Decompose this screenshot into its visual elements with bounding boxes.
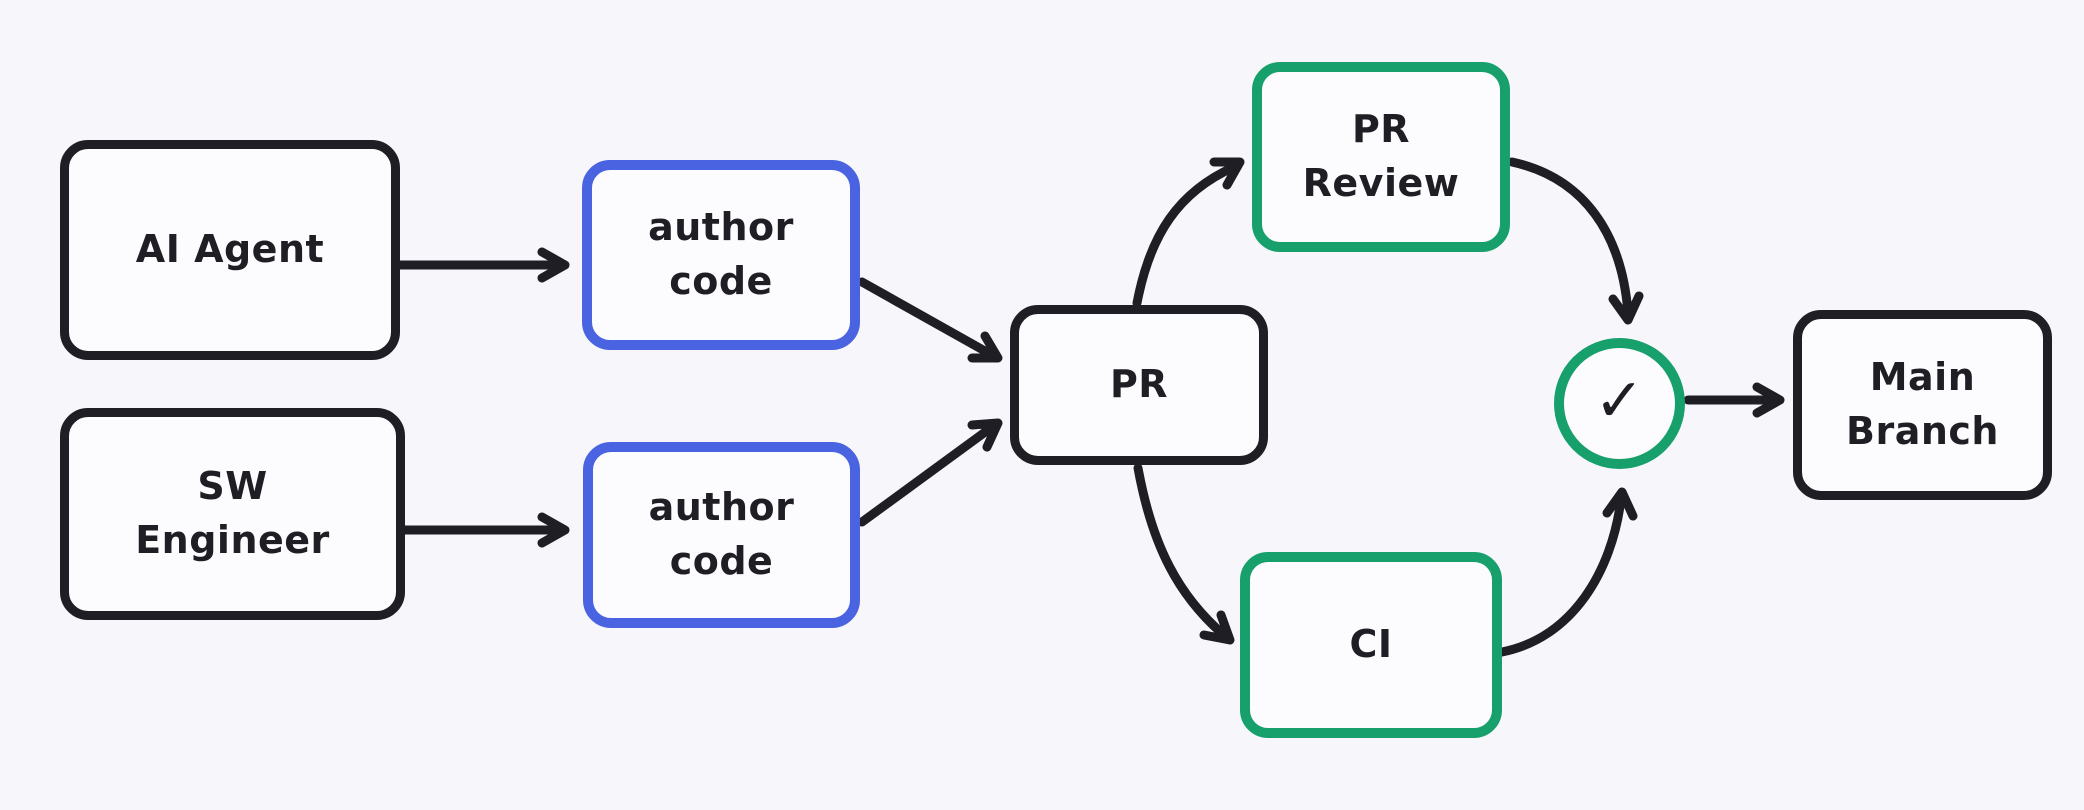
node-ai-agent: AI Agent <box>60 140 400 360</box>
arrow-check-to-main-branch <box>1683 382 1785 418</box>
node-author-code-bottom: author code <box>583 442 860 628</box>
node-ci: CI <box>1240 552 1502 738</box>
node-author-code-top: author code <box>582 160 860 350</box>
node-check-circle: ✓ <box>1554 338 1685 469</box>
arrow-author-code-bottom-to-pr <box>857 418 1003 527</box>
arrow-ai-agent-to-author-code <box>395 247 570 283</box>
arrow-pr-review-to-check <box>1507 157 1644 325</box>
checkmark-icon: ✓ <box>1594 365 1645 436</box>
arrow-ci-to-check <box>1497 487 1638 657</box>
arrow-author-code-top-to-pr <box>857 277 1003 363</box>
node-main-branch: Main Branch <box>1793 310 2052 500</box>
arrow-sw-engineer-to-author-code <box>400 512 570 548</box>
node-pr-review: PR Review <box>1252 62 1510 252</box>
arrow-pr-to-pr-review <box>1132 157 1245 308</box>
node-pr: PR <box>1010 305 1268 465</box>
arrow-pr-to-ci <box>1133 463 1235 645</box>
node-sw-engineer: SW Engineer <box>60 408 405 620</box>
